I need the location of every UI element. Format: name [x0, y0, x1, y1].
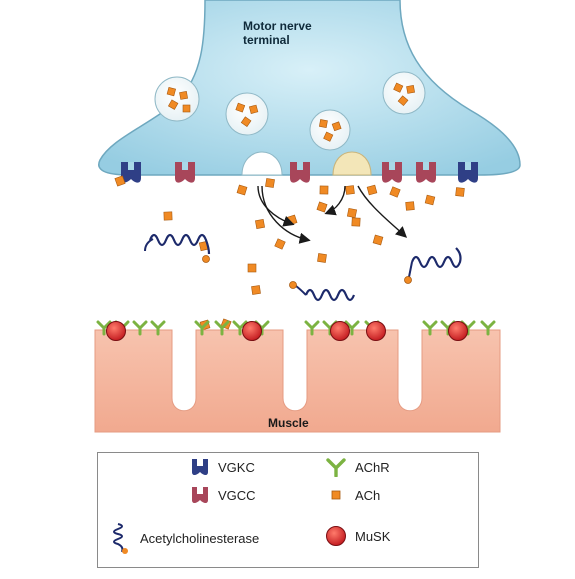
achr-receptor	[132, 320, 148, 336]
synaptic-vesicle	[382, 71, 426, 115]
vgcc-channel	[416, 162, 436, 183]
ach-icon	[331, 490, 341, 500]
acetylcholinesterase	[144, 233, 211, 263]
fusing-vesicle-left	[241, 151, 283, 176]
ach-molecule	[424, 194, 436, 206]
synaptic-vesicle	[309, 109, 351, 151]
vgkc-channel	[458, 162, 478, 183]
ach-molecule	[274, 238, 286, 250]
musk-receptor	[330, 321, 350, 341]
legend-item-vgcc: VGCC	[190, 485, 256, 505]
achr-receptor	[344, 320, 360, 336]
legend-label-acetylcholinesterase: Acetylcholinesterase	[140, 530, 260, 546]
achr-receptor	[150, 320, 166, 336]
vgcc-channel	[290, 162, 310, 183]
vgcc-channel	[175, 162, 195, 183]
ach-molecule	[114, 175, 126, 187]
ach-molecule	[255, 219, 265, 229]
synaptic-vesicle	[225, 92, 269, 136]
ach-molecule	[316, 201, 328, 213]
achr-receptor	[194, 320, 210, 336]
legend-label-achr: AChR	[355, 459, 390, 475]
legend-item-musk: MuSK	[325, 525, 390, 547]
achr-icon	[326, 458, 346, 477]
ach-molecule	[247, 263, 257, 273]
vgcc-channel	[382, 162, 402, 183]
muscle-fibre	[94, 329, 501, 433]
release-arrow	[357, 185, 408, 238]
ach-molecule	[345, 185, 355, 195]
legend-item-acetylcholinesterase: Acetylcholinesterase	[112, 521, 259, 555]
musk-receptor	[448, 321, 468, 341]
fusing-vesicle-right	[332, 151, 372, 176]
acetylcholinesterase-icon	[113, 523, 128, 554]
musk-receptor	[242, 321, 262, 341]
vgkc-channel	[121, 162, 141, 183]
musk-icon	[326, 526, 346, 546]
ach-molecule	[265, 178, 275, 188]
legend-item-achr: AChR	[325, 457, 390, 477]
terminal-label-line2: terminal	[243, 33, 290, 47]
musk-receptor	[106, 321, 126, 341]
vgkc-icon	[192, 459, 208, 475]
legend-label-ach: ACh	[355, 487, 381, 503]
ach-molecule	[372, 234, 384, 246]
ach-molecule	[366, 184, 378, 196]
ach-molecule	[389, 186, 401, 198]
achr-receptor	[422, 320, 438, 336]
ach-molecule	[319, 185, 329, 195]
release-arrow	[324, 185, 346, 216]
muscle-label: Muscle	[268, 416, 309, 430]
achr-receptor	[480, 320, 496, 336]
legend: VGKC AChR VGCC ACh Acetylcholinesterase	[97, 452, 479, 568]
legend-label-musk: MuSK	[355, 528, 391, 544]
ach-molecule	[251, 285, 261, 295]
release-arrow	[261, 185, 311, 244]
achr-receptor	[232, 320, 248, 336]
ach-molecule	[351, 217, 361, 227]
terminal-label-line1: Motor nerve	[243, 19, 312, 33]
ach-molecule	[317, 253, 327, 263]
release-arrow	[257, 185, 295, 227]
acetylcholinesterase	[289, 281, 356, 302]
ach-molecule	[346, 207, 358, 219]
ach-molecule	[163, 211, 173, 221]
achr-receptor	[304, 320, 320, 336]
legend-label-vgcc: VGCC	[218, 487, 256, 503]
achr-receptor	[214, 320, 230, 336]
vgcc-icon	[192, 487, 208, 503]
musk-receptor	[366, 321, 386, 341]
synaptic-vesicle	[154, 76, 200, 122]
ach-molecule	[405, 201, 415, 211]
achr-receptor	[96, 320, 112, 336]
legend-label-vgkc: VGKC	[218, 459, 255, 475]
legend-item-ach: ACh	[325, 485, 380, 505]
ach-molecule	[455, 187, 465, 197]
acetylcholinesterase	[404, 247, 462, 284]
ach-molecule	[236, 184, 248, 196]
legend-item-vgkc: VGKC	[190, 457, 255, 477]
